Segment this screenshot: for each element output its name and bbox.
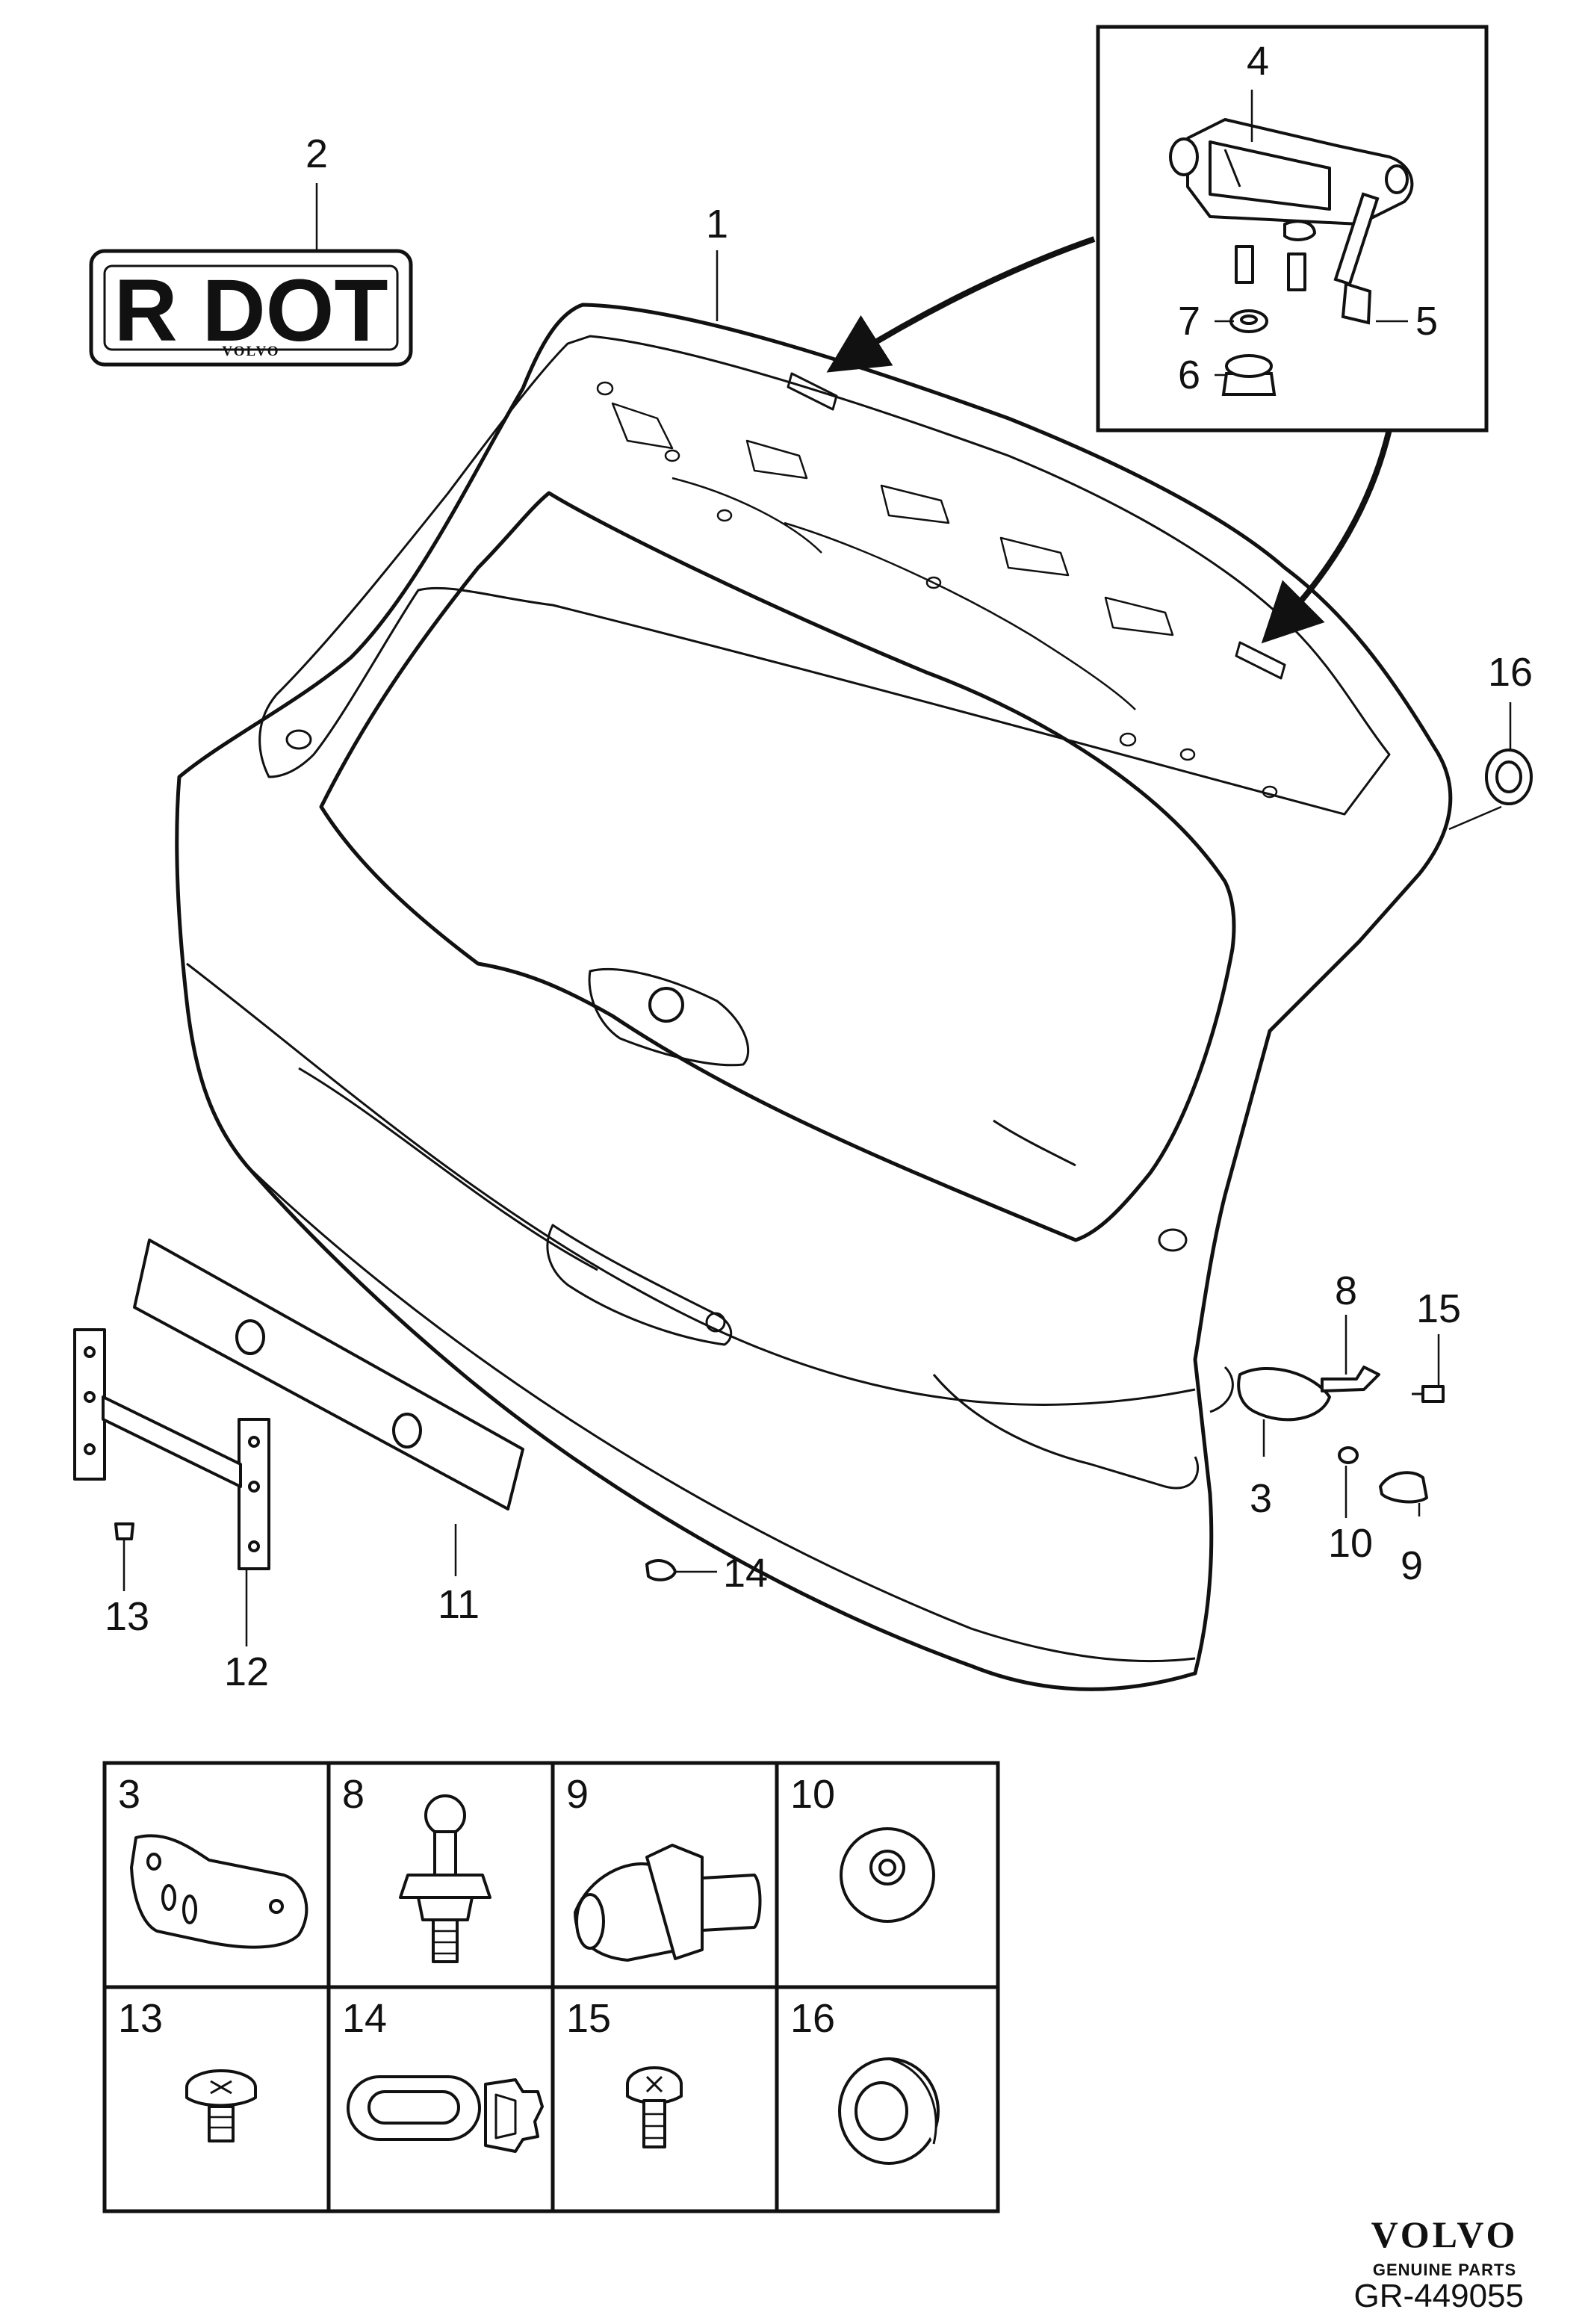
nut-10	[1338, 1446, 1359, 1464]
detail-ball-stud-8	[399, 1794, 491, 1963]
callout-10: 10	[1328, 1521, 1373, 1566]
nut-6-drawing	[1221, 354, 1277, 396]
detail-nut-10	[840, 1827, 935, 1923]
hinge-drawing	[1169, 118, 1414, 291]
detail-screw-13	[185, 2069, 257, 2142]
bracket-3	[1237, 1367, 1331, 1422]
callout-4: 4	[1247, 39, 1269, 84]
detail-bracket-3	[130, 1834, 308, 1949]
detail-cell-num-r2c1: 13	[118, 1996, 163, 2041]
right-parts	[1237, 749, 1533, 1504]
rdot-badge-text: R DOT	[114, 261, 388, 360]
detail-cell-num-r1c2: 8	[342, 1772, 365, 1817]
callout-1: 1	[706, 202, 728, 247]
detail-grid: 3 8 9 10 13 14 15 16	[102, 1761, 1000, 2213]
callout-3: 3	[1250, 1476, 1272, 1521]
footer-reference: GR-449055	[1354, 2278, 1524, 2314]
hinge-arrows	[826, 236, 1392, 644]
detail-screw-15	[626, 2066, 683, 2148]
inset-leaders	[1215, 90, 1408, 377]
washer-7-drawing	[1229, 309, 1268, 333]
detail-grommet-16	[838, 2057, 940, 2165]
detail-cell-num-r2c3: 15	[566, 1996, 611, 2041]
bracket-12-left	[73, 1328, 106, 1481]
callout-12: 12	[224, 1649, 269, 1694]
detail-cell-num-r1c4: 10	[790, 1772, 835, 1817]
detail-cell-num-r1c1: 3	[118, 1772, 140, 1817]
leader-lines	[122, 183, 1512, 1646]
rdot-badge-inner	[103, 264, 399, 351]
callout-8: 8	[1335, 1268, 1357, 1313]
screw-15	[1421, 1385, 1445, 1403]
detail-cell-num-r2c2: 14	[342, 1996, 387, 2041]
rdot-badge: R DOT VOLVO	[89, 249, 413, 367]
footer-brand: VOLVO	[1371, 2213, 1519, 2255]
callout-15: 15	[1416, 1286, 1461, 1331]
bolt-5-drawing	[1333, 192, 1380, 325]
detail-cell-num-r2c4: 16	[790, 1996, 835, 2041]
screw-13	[114, 1522, 134, 1540]
ball-stud-8	[1321, 1366, 1380, 1392]
callout-13: 13	[105, 1594, 149, 1639]
detail-cell-num-r1c3: 9	[566, 1772, 589, 1817]
footer: VOLVO GENUINE PARTS GR-449055	[1354, 2213, 1524, 2314]
callout-5: 5	[1415, 299, 1438, 344]
bump-stop-9	[1379, 1471, 1428, 1504]
clip-14	[645, 1559, 677, 1581]
callout-6: 6	[1178, 353, 1200, 397]
detail-grid-lines	[102, 1761, 1000, 2213]
callout-7: 7	[1178, 299, 1200, 344]
callout-labels: 1 2 3 4 5 6 7 8 9 10 11 12 13 14 15 16	[105, 39, 1533, 1694]
detail-clip-14	[347, 2075, 544, 2153]
footer-tagline: GENUINE PARTS	[1373, 2261, 1516, 2279]
tailgate-drawing	[175, 303, 1453, 1691]
bracket-12-right	[238, 1418, 270, 1570]
callout-9: 9	[1401, 1543, 1423, 1588]
license-plate-11	[133, 1239, 524, 1510]
detail-bump-stop-9	[574, 1844, 762, 1962]
rdot-badge-brand: VOLVO	[222, 344, 279, 359]
plate-assembly	[73, 1239, 677, 1581]
callout-11: 11	[438, 1582, 480, 1627]
hinge-inset	[1096, 25, 1489, 433]
callout-16: 16	[1488, 650, 1533, 695]
callout-14: 14	[723, 1551, 768, 1596]
callout-2: 2	[305, 131, 328, 176]
